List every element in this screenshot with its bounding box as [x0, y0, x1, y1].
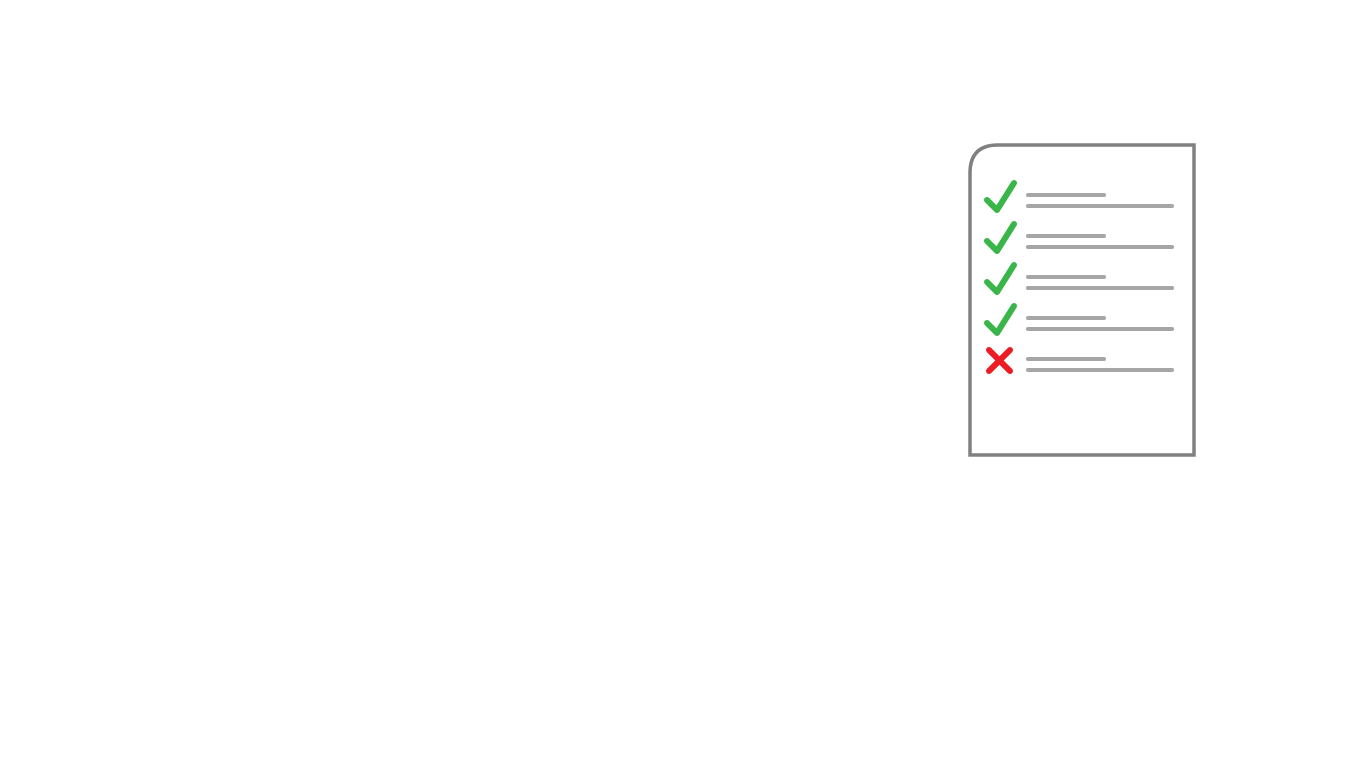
checklist-row — [984, 180, 1174, 213]
checkmark-icon — [984, 180, 1017, 213]
checklist-document-icon — [968, 143, 1196, 457]
checkmark-icon — [984, 262, 1017, 295]
checklist-row — [986, 347, 1174, 374]
cross-icon — [986, 347, 1013, 374]
checkmark-icon — [984, 303, 1017, 336]
document-outline — [968, 143, 1196, 457]
checklist-document-graphic — [968, 143, 1196, 457]
checklist-row — [984, 303, 1174, 336]
checkmark-icon — [984, 221, 1017, 254]
checklist-row — [984, 221, 1174, 254]
checklist-row — [984, 262, 1174, 295]
checklist-rows — [984, 180, 1174, 374]
